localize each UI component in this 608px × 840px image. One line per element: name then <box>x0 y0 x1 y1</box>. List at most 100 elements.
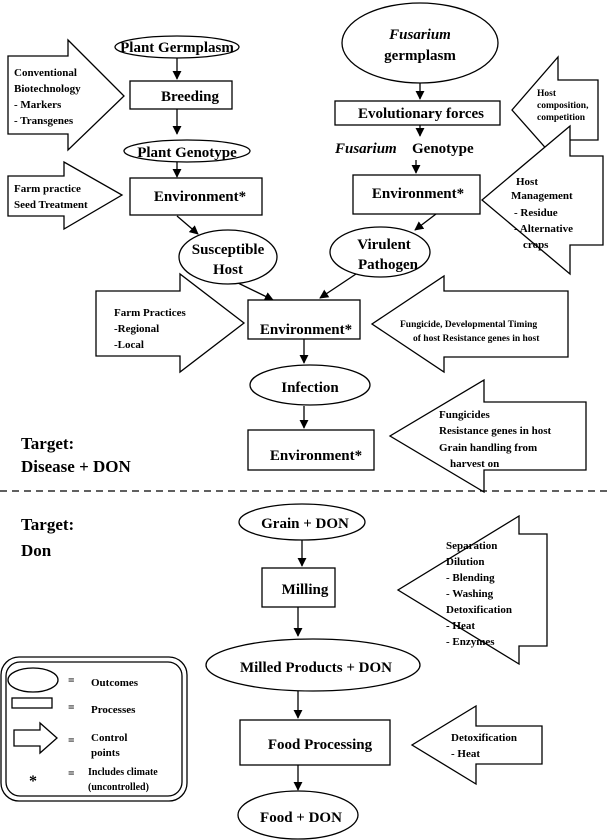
legend-eq: = <box>68 735 75 747</box>
legend-star: * <box>29 773 37 790</box>
target-label: Don <box>21 541 52 560</box>
control-point-fungicides: Fungicides Resistance genes in host Grai… <box>388 378 587 494</box>
process-environment-center: Environment* <box>247 299 361 340</box>
control-point-conventional-biotechnology: Conventional Biotechnology - Markers - T… <box>7 38 125 152</box>
process-label: Evolutionary forces <box>358 106 484 122</box>
control-text: Management <box>511 190 573 202</box>
control-text: harvest on <box>450 458 499 470</box>
control-text: Biotechnology <box>14 83 81 95</box>
outcome-label: Milled Products + DON <box>240 660 392 676</box>
control-text: - Residue <box>514 207 558 219</box>
control-text: - Heat <box>451 748 480 760</box>
legend-eq: = <box>68 768 75 780</box>
process-label: Environment* <box>372 186 464 202</box>
process-label: Environment* <box>154 189 246 205</box>
target-label: Target: <box>21 515 74 534</box>
control-text: Detoxification <box>451 732 517 744</box>
process-label: Milling <box>282 582 329 598</box>
control-point-farm-practice: Farm practice Seed Treatment <box>7 160 124 231</box>
control-text: competition <box>537 113 586 123</box>
legend-climate-label: Includes climate <box>88 767 158 778</box>
process-breeding: Breeding <box>129 80 233 110</box>
outcome-plant-germplasm: Plant Germplasm <box>114 35 240 59</box>
control-text: Farm Practices <box>114 307 186 319</box>
legend-outcomes-label: Outcomes <box>91 677 139 689</box>
target-disease-don: Target: Disease + DON <box>21 434 132 476</box>
control-text: Farm practice <box>14 183 81 195</box>
outcome-label: Fusarium <box>334 141 397 157</box>
control-text: Seed Treatment <box>14 199 88 211</box>
control-point-detoxification: Detoxification - Heat <box>410 704 543 786</box>
legend-processes-label: Processes <box>91 704 136 716</box>
control-text: Fungicide, Developmental Timing <box>400 320 537 330</box>
control-text: -Regional <box>114 323 159 335</box>
outcome-fusarium-germplasm: Fusarium germplasm <box>341 2 499 84</box>
legend-outcome-shape <box>7 667 59 693</box>
outcome-label: Plant Germplasm <box>120 40 234 56</box>
control-text: - Markers <box>14 99 62 111</box>
outcome-label: Host <box>213 262 243 278</box>
legend-control-shape <box>13 721 58 755</box>
control-point-host-management: Host Management - Residue - Alternative … <box>480 124 604 276</box>
outcome-milled-products-don: Milled Products + DON <box>205 638 421 692</box>
control-text: - Transgenes <box>14 115 74 127</box>
legend: = Outcomes = Processes = Control points … <box>0 656 188 802</box>
control-text: Host <box>537 89 557 99</box>
outcome-label: Food + DON <box>260 810 342 826</box>
outcome-infection: Infection <box>249 364 371 406</box>
control-point-host-composition: Host composition, competition <box>511 55 599 164</box>
legend-eq: = <box>68 675 75 687</box>
outcome-plant-genotype: Plant Genotype <box>123 139 251 163</box>
process-evolutionary-forces: Evolutionary forces <box>334 100 501 126</box>
control-text: Fungicides <box>439 409 490 421</box>
control-text: - Alternative <box>514 223 573 235</box>
control-text: composition, <box>537 101 589 111</box>
legend-eq: = <box>68 702 75 714</box>
process-food-processing: Food Processing <box>239 719 391 766</box>
outcome-fusarium-genotype: Fusarium Genotype <box>334 141 474 157</box>
control-text: Host <box>516 176 538 188</box>
control-point-fungicide-timing: Fungicide, Developmental Timing of host … <box>370 274 569 374</box>
process-label: Environment* <box>260 322 352 338</box>
control-point-separation: Separation Dilution - Blending - Washing… <box>396 514 548 666</box>
outcome-label: Fusarium <box>388 27 451 43</box>
control-text: -Local <box>114 339 144 351</box>
control-text: Resistance genes in host <box>439 425 551 437</box>
process-environment-lower: Environment* <box>247 429 375 471</box>
control-text: Dilution <box>446 556 485 568</box>
outcome-label: Virulent <box>357 237 411 253</box>
outcome-label: Grain + DON <box>261 516 349 532</box>
outcome-label: Plant Genotype <box>137 145 237 161</box>
control-text: Conventional <box>14 67 77 79</box>
legend-control-label: points <box>91 747 120 759</box>
control-text: Detoxification <box>446 604 512 616</box>
outcome-label: Infection <box>281 380 339 396</box>
control-text: Separation <box>446 540 497 552</box>
outcome-label: Genotype <box>412 141 474 157</box>
outcome-grain-don: Grain + DON <box>238 503 366 541</box>
outcome-susceptible-host: Susceptible Host <box>178 229 278 285</box>
control-text: crops <box>523 239 549 251</box>
control-text: - Heat <box>446 620 475 632</box>
legend-process-shape <box>11 697 53 709</box>
process-environment-right: Environment* <box>352 174 481 215</box>
outcome-virulent-pathogen: Virulent Pathogen <box>329 226 431 278</box>
process-milling: Milling <box>261 567 336 608</box>
outcome-label: Pathogen <box>358 257 419 273</box>
control-text: - Enzymes <box>446 636 495 648</box>
control-point-farm-practices: Farm Practices -Regional -Local <box>95 272 246 374</box>
target-label: Disease + DON <box>21 457 132 476</box>
legend-control-label: Control <box>91 732 127 744</box>
process-environment-left: Environment* <box>129 177 263 216</box>
control-text: of host Resistance genes in host <box>413 334 540 344</box>
process-label: Environment* <box>270 448 362 464</box>
target-don: Target: Don <box>21 515 74 560</box>
outcome-label: germplasm <box>384 48 456 64</box>
control-text: - Washing <box>446 588 494 600</box>
flow-arrows <box>172 58 437 791</box>
outcome-label: Susceptible <box>192 242 265 258</box>
control-text: Grain handling from <box>439 442 537 454</box>
outcome-food-don: Food + DON <box>237 790 359 840</box>
process-label: Food Processing <box>268 737 373 753</box>
